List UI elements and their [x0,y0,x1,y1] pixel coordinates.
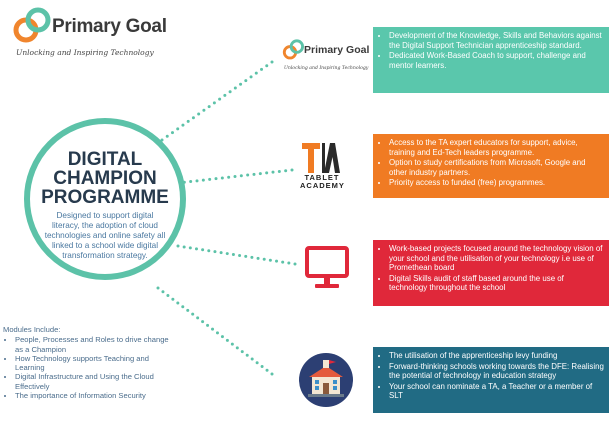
module-item: How Technology supports Teaching and Lea… [15,354,178,373]
title-line-1: DIGITAL [67,149,143,170]
monitor-icon [305,246,349,288]
connector-to-primary-goal [160,60,274,142]
modules-heading: Modules Include: [3,325,61,334]
info-box-projects: Work-based projects focused around the t… [373,240,609,306]
info-box-school: The utilisation of the apprenticeship le… [373,347,609,413]
connector-to-monitor [176,244,297,266]
connector-to-tablet-academy [176,168,294,185]
info-bullet: Priority access to funded (free) program… [389,178,604,188]
info-bullet: Dedicated Work-Based Coach to support, c… [389,51,604,70]
primary-goal-partner-logo: Primary Goal Unlocking and Inspiring Tec… [282,38,372,84]
info-bullet: Your school can nominate a TA, a Teacher… [389,382,604,401]
partner-tagline: Unlocking and Inspiring Technology [284,66,369,71]
tablet-academy-name: TABLET ACADEMY [300,173,345,190]
logo-name: Primary Goal [52,16,167,37]
module-item: The importance of Information Security [15,391,178,400]
info-bullet: Work-based projects focused around the t… [389,244,604,273]
module-item: People, Processes and Roles to drive cha… [15,335,178,354]
title-line-3: PROGRAMME [41,187,169,208]
primary-goal-logo-icon [282,39,304,60]
title-line-2: CHAMPION [53,168,157,189]
info-box-primary-goal: Development of the Knowledge, Skills and… [373,27,609,93]
info-bullet: Access to the TA expert educators for su… [389,138,604,157]
programme-description: Designed to support digital literacy, th… [44,211,166,260]
partner-name: Primary Goal [304,44,370,56]
info-list: Development of the Knowledge, Skills and… [378,31,604,70]
info-bullet: Digital Skills audit of staff based arou… [389,274,604,293]
info-bullet: Option to study certifications from Micr… [389,158,604,177]
module-item: Digital Infrastructure and Using the Clo… [15,372,178,391]
modules-list: People, Processes and Roles to drive cha… [3,335,178,400]
primary-goal-logo-icon [13,7,51,43]
info-list: Access to the TA expert educators for su… [378,138,604,188]
programme-circle [24,118,186,280]
school-building-icon [299,353,353,407]
info-bullet: Forward-thinking schools working towards… [389,362,604,381]
programme-title: DIGITAL CHAMPION PROGRAMME [34,150,176,207]
info-bullet: The utilisation of the apprenticeship le… [389,351,604,361]
modules-section: Modules Include: People, Processes and R… [3,325,178,400]
info-box-tablet-academy: Access to the TA expert educators for su… [373,134,609,198]
connector-to-school [156,286,274,376]
tablet-academy-logo: TABLET ACADEMY [300,143,344,195]
primary-goal-logo: Primary Goal Unlocking and Inspiring Tec… [12,4,172,64]
info-list: Work-based projects focused around the t… [378,244,604,293]
logo-tagline: Unlocking and Inspiring Technology [16,48,154,57]
info-bullet: Development of the Knowledge, Skills and… [389,31,604,50]
tablet-academy-logo-icon [302,143,340,173]
info-list: The utilisation of the apprenticeship le… [378,351,604,401]
